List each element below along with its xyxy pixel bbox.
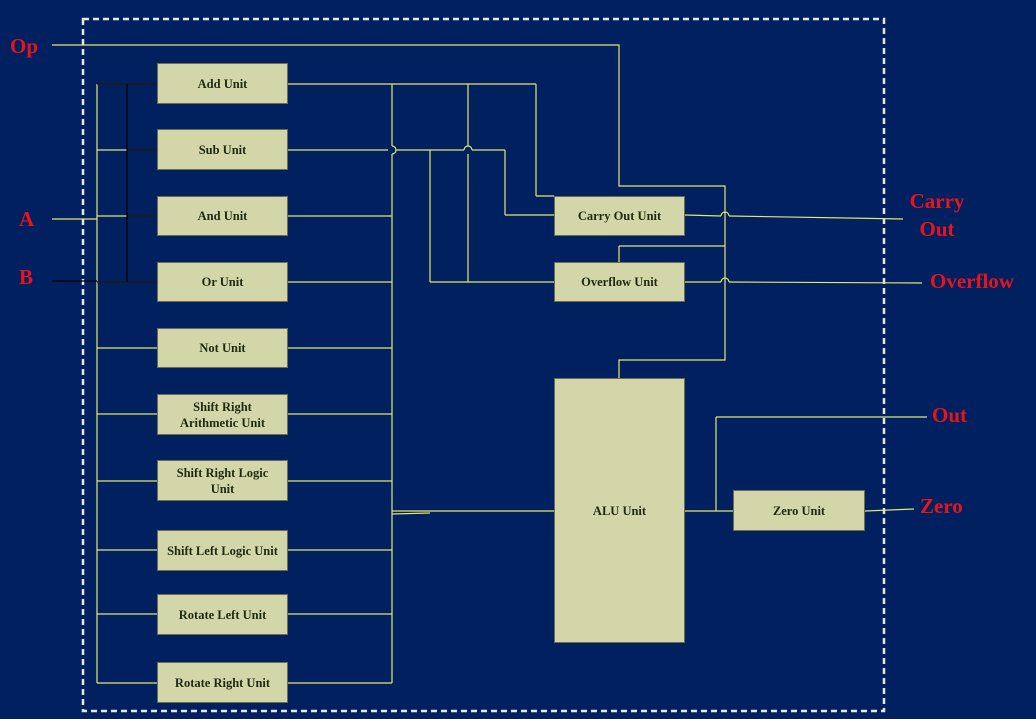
port-carry-out: Carry Out: [904, 187, 970, 243]
port-overflow: Overflow: [930, 269, 1014, 293]
wire-op: [52, 44, 726, 378]
sub-unit: Sub Unit: [157, 129, 288, 170]
shift-right-logic-unit: Shift Right Logic Unit: [157, 460, 288, 501]
not-unit: Not Unit: [157, 328, 288, 368]
shift-right-arithmetic-unit: Shift Right Arithmetic Unit: [157, 394, 288, 435]
port-op: Op: [10, 34, 39, 58]
srl-label-line2: Unit: [210, 481, 235, 496]
and-unit: And Unit: [157, 196, 288, 236]
shift-left-logic-unit: Shift Left Logic Unit: [157, 530, 288, 571]
carry-out-unit: Carry Out Unit: [554, 196, 685, 236]
or-unit: Or Unit: [157, 262, 288, 302]
overflow-unit: Overflow Unit: [554, 262, 685, 302]
port-carry-out-line2: Out: [919, 217, 955, 241]
add-unit: Add Unit: [157, 63, 288, 104]
port-carry-out-line1: Carry: [909, 189, 965, 213]
zero-unit: Zero Unit: [733, 490, 865, 531]
srl-label-line1: Shift Right Logic: [176, 465, 269, 480]
rotate-left-unit: Rotate Left Unit: [157, 594, 288, 635]
sra-label-line1: Shift Right: [193, 399, 252, 414]
sra-label-line2: Arithmetic Unit: [179, 415, 266, 430]
rotate-right-unit: Rotate Right Unit: [157, 662, 288, 703]
port-out: Out: [932, 403, 968, 427]
port-b: B: [19, 265, 34, 289]
port-a: A: [19, 207, 35, 231]
alu-unit: ALU Unit: [554, 378, 685, 643]
port-zero: Zero: [920, 494, 963, 518]
alu-boundary: [81, 17, 886, 713]
